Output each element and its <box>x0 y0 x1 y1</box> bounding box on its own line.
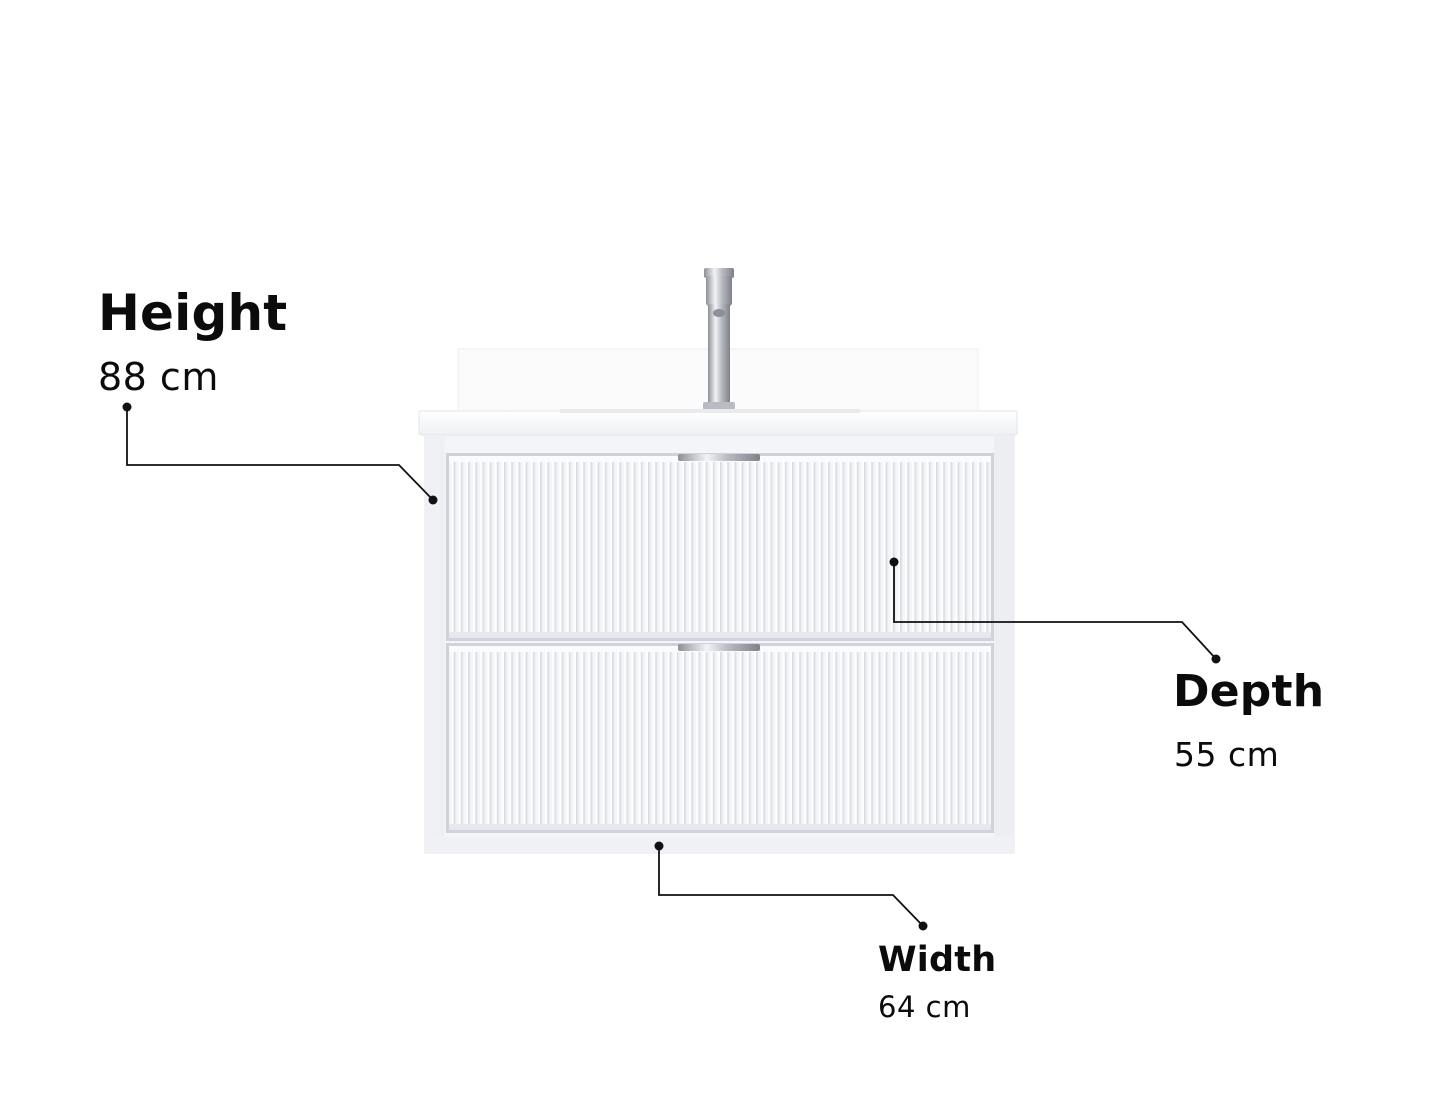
depth-value: 55 cm <box>1174 735 1280 774</box>
drawer-bottom <box>446 643 994 833</box>
faucet-icon <box>703 268 735 410</box>
width-leader-dot-start <box>654 841 664 851</box>
depth-label: Depth <box>1173 666 1325 717</box>
depth-leader-dot-start <box>889 557 899 567</box>
height-value: 88 cm <box>98 355 219 399</box>
width-value: 64 cm <box>878 990 971 1024</box>
width-label: Width <box>878 940 997 980</box>
height-leader-dot-start <box>122 402 132 412</box>
width-leader-dot-end <box>918 921 928 931</box>
width-leader-line <box>658 846 924 927</box>
depth-leader-dot-end <box>1211 654 1221 664</box>
countertop <box>418 410 1018 436</box>
height-label: Height <box>98 284 288 342</box>
drawer-handle-bottom <box>678 644 760 651</box>
drawer-handle-top <box>678 454 760 461</box>
height-leader-dot-end <box>428 495 438 505</box>
height-leader-line <box>126 407 434 501</box>
drawer-top <box>446 453 994 641</box>
depth-leader-line <box>893 562 1217 660</box>
